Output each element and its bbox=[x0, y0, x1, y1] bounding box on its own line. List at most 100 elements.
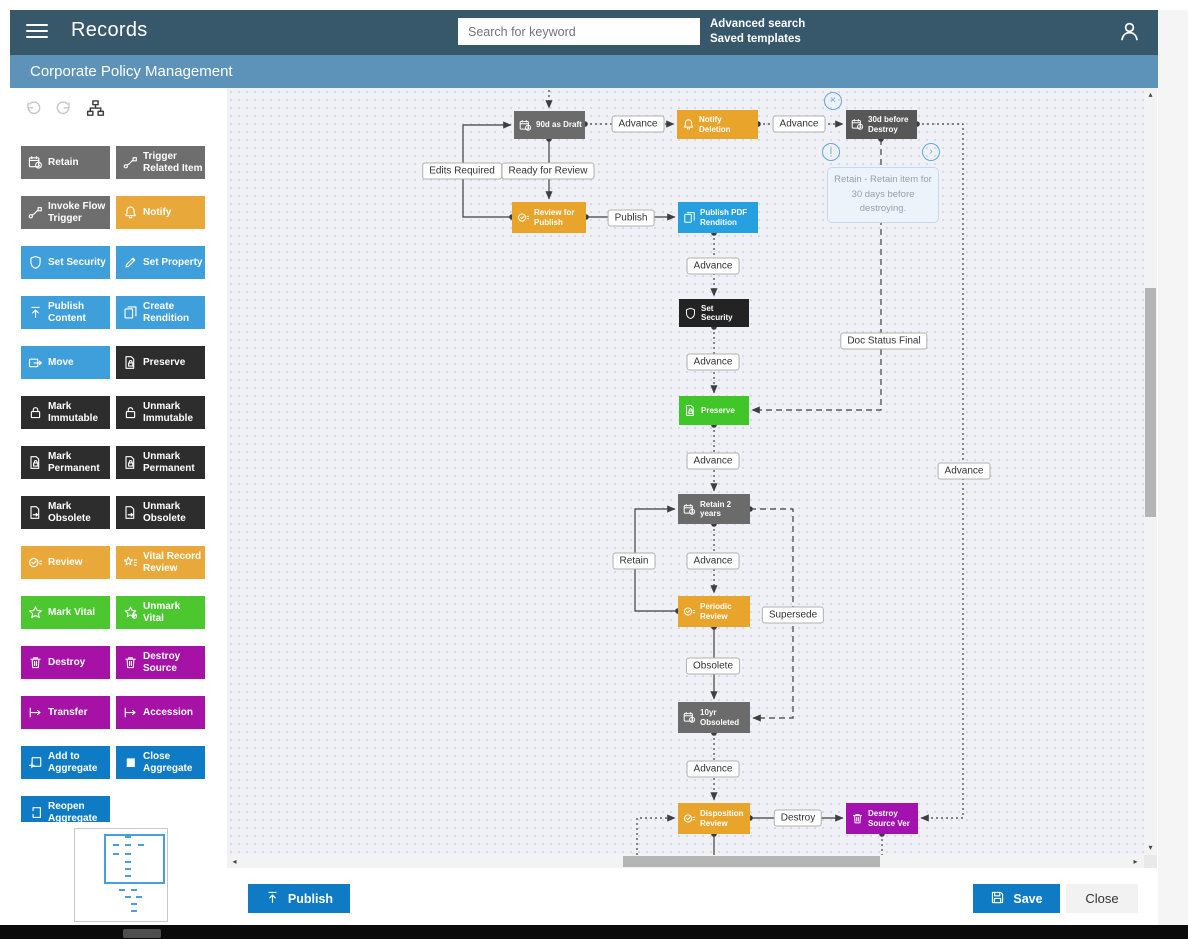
tool-unmark-vital[interactable]: Unmark Vital bbox=[116, 596, 205, 629]
tool-trigger-related-item[interactable]: Trigger Related Item bbox=[116, 146, 205, 179]
minimap-node bbox=[125, 861, 131, 863]
node-retain-2-years[interactable]: Retain 2 years bbox=[678, 494, 750, 524]
edge-label-advance[interactable]: Advance bbox=[937, 462, 991, 480]
edge-label-retain[interactable]: Retain bbox=[612, 552, 656, 570]
tool-mark-permanent[interactable]: Mark Permanent bbox=[21, 446, 110, 479]
vertical-scrollbar[interactable]: ▴ ▾ bbox=[1144, 88, 1157, 855]
edge-label-advance[interactable]: Advance bbox=[686, 452, 740, 470]
edge-label-advance[interactable]: Advance bbox=[686, 257, 740, 275]
scroll-up-arrow[interactable]: ▴ bbox=[1148, 90, 1153, 99]
tool-preserve[interactable]: Preserve bbox=[116, 346, 205, 379]
node-label: Review for Publish bbox=[534, 208, 575, 227]
tool-destroy-source[interactable]: Destroy Source bbox=[116, 646, 205, 679]
tool-accession[interactable]: Accession bbox=[116, 696, 205, 729]
tool-label: Move bbox=[48, 356, 74, 368]
tool-mark-obsolete[interactable]: Mark Obsolete bbox=[21, 496, 110, 529]
minimap-node bbox=[138, 844, 144, 846]
horizontal-scrollbar[interactable]: ◂ ▸ bbox=[227, 855, 1144, 868]
tool-label: Unmark Immutable bbox=[143, 401, 194, 424]
tool-publish-content[interactable]: Publish Content bbox=[21, 296, 110, 329]
undo-icon[interactable] bbox=[24, 99, 46, 121]
tool-retain[interactable]: Retain bbox=[21, 146, 110, 179]
node-label: Retain 2 years bbox=[700, 499, 732, 518]
tool-mark-immutable[interactable]: Mark Immutable bbox=[21, 396, 110, 429]
node-set-security[interactable]: Set Security bbox=[679, 299, 749, 327]
tool-destroy[interactable]: Destroy bbox=[21, 646, 110, 679]
tool-set-property[interactable]: Set Property bbox=[116, 246, 205, 279]
edge-label-ready-for-review[interactable]: Ready for Review bbox=[501, 162, 595, 180]
search-input[interactable] bbox=[458, 18, 700, 45]
advanced-search-link[interactable]: Advanced search bbox=[710, 18, 806, 30]
tool-label: Mark Immutable bbox=[48, 401, 99, 424]
minimap[interactable] bbox=[74, 828, 168, 922]
node-10yr-obsoleted[interactable]: 10yr Obsoleted bbox=[678, 702, 750, 733]
close-button[interactable]: Close bbox=[1066, 884, 1138, 913]
edge-label-edits-required[interactable]: Edits Required bbox=[422, 162, 502, 180]
tool-label: Set Security bbox=[48, 256, 106, 268]
scroll-down-arrow[interactable]: ▾ bbox=[1148, 843, 1153, 852]
node-30d-before-destroy[interactable]: 30d before Destroy bbox=[846, 110, 917, 139]
node-review-for-publish[interactable]: Review for Publish bbox=[512, 202, 586, 233]
redo-icon[interactable] bbox=[54, 99, 76, 121]
edge-label-advance[interactable]: Advance bbox=[686, 552, 740, 570]
node-disposition-review[interactable]: Disposition Review bbox=[678, 803, 750, 834]
minimap-node bbox=[113, 844, 119, 846]
edge-label-doc-status-final[interactable]: Doc Status Final bbox=[840, 332, 928, 350]
tool-unmark-obsolete[interactable]: Unmark Obsolete bbox=[116, 496, 205, 529]
tool-label: Retain bbox=[48, 156, 79, 168]
edge-label-publish[interactable]: Publish bbox=[607, 209, 655, 227]
hamburger-menu-icon[interactable] bbox=[26, 24, 48, 41]
node-label: Disposition Review bbox=[700, 809, 744, 828]
scroll-left-arrow[interactable]: ◂ bbox=[232, 857, 237, 866]
node-destroy-source-ver[interactable]: Destroy Source Ver bbox=[846, 803, 918, 834]
saved-templates-link[interactable]: Saved templates bbox=[710, 33, 801, 45]
tool-create-rendition[interactable]: Create Rendition bbox=[116, 296, 205, 329]
person-icon[interactable] bbox=[1118, 20, 1142, 46]
tool-close-aggregate[interactable]: Close Aggregate bbox=[116, 746, 205, 779]
workflow-canvas[interactable]: 90d as Draft Notify Deletion 30d before De… bbox=[227, 88, 1158, 868]
tool-unmark-immutable[interactable]: Unmark Immutable bbox=[116, 396, 205, 429]
node-periodic-review[interactable]: Periodic Review bbox=[678, 596, 750, 627]
edge-label-destroy[interactable]: Destroy bbox=[773, 809, 823, 827]
tool-add-to-aggregate[interactable]: Add to Aggregate bbox=[21, 746, 110, 779]
tool-mark-vital[interactable]: Mark Vital bbox=[21, 596, 110, 629]
remove-node-icon[interactable]: × bbox=[824, 92, 842, 110]
minimap-viewport[interactable] bbox=[104, 834, 165, 884]
tool-unmark-permanent[interactable]: Unmark Permanent bbox=[116, 446, 205, 479]
info-icon[interactable]: i bbox=[822, 143, 840, 161]
save-button[interactable]: Save bbox=[973, 884, 1060, 913]
tool-label: Invoke Flow Trigger bbox=[48, 201, 106, 224]
auto-layout-icon bbox=[86, 100, 105, 122]
edge-label-supersede[interactable]: Supersede bbox=[761, 606, 825, 624]
workflow-edge bbox=[751, 139, 882, 414]
node-publish-pdf-rendition[interactable]: Publish PDF Rendition bbox=[678, 202, 758, 233]
node-label: 30d before Destroy bbox=[868, 115, 909, 134]
publish-button[interactable]: Publish bbox=[248, 884, 350, 913]
horizontal-scroll-thumb[interactable] bbox=[623, 856, 880, 867]
vertical-scroll-thumb[interactable] bbox=[1145, 288, 1156, 517]
retain-icon bbox=[851, 118, 864, 131]
tool-transfer[interactable]: Transfer bbox=[21, 696, 110, 729]
tool-invoke-flow-trigger[interactable]: Invoke Flow Trigger bbox=[21, 196, 110, 229]
tool-set-security[interactable]: Set Security bbox=[21, 246, 110, 279]
node-90d-as-draft[interactable]: 90d as Draft bbox=[514, 111, 585, 139]
expand-chevron-icon[interactable]: › bbox=[922, 143, 940, 161]
auto-layout-icon[interactable] bbox=[86, 99, 108, 121]
tool-reopen-aggregate[interactable]: Reopen Aggregate bbox=[21, 796, 110, 822]
edge-label-obsolete[interactable]: Obsolete bbox=[685, 657, 741, 675]
node-preserve[interactable]: Preserve bbox=[679, 396, 749, 425]
scroll-right-arrow[interactable]: ▸ bbox=[1133, 857, 1138, 866]
tool-move[interactable]: Move bbox=[21, 346, 110, 379]
tool-vital-record-review[interactable]: Vital Record Review bbox=[116, 546, 205, 579]
edge-label-advance[interactable]: Advance bbox=[686, 353, 740, 371]
tool-review[interactable]: Review bbox=[21, 546, 110, 579]
edge-label-advance[interactable]: Advance bbox=[772, 115, 826, 133]
node-notify-deletion[interactable]: Notify Deletion bbox=[677, 110, 758, 139]
edge-label-advance[interactable]: Advance bbox=[686, 760, 740, 778]
edge-label-advance[interactable]: Advance bbox=[611, 115, 665, 133]
bell-icon bbox=[682, 118, 695, 131]
taskbar-item[interactable] bbox=[123, 929, 161, 938]
tool-notify[interactable]: Notify bbox=[116, 196, 205, 229]
trigger-icon bbox=[123, 155, 138, 170]
